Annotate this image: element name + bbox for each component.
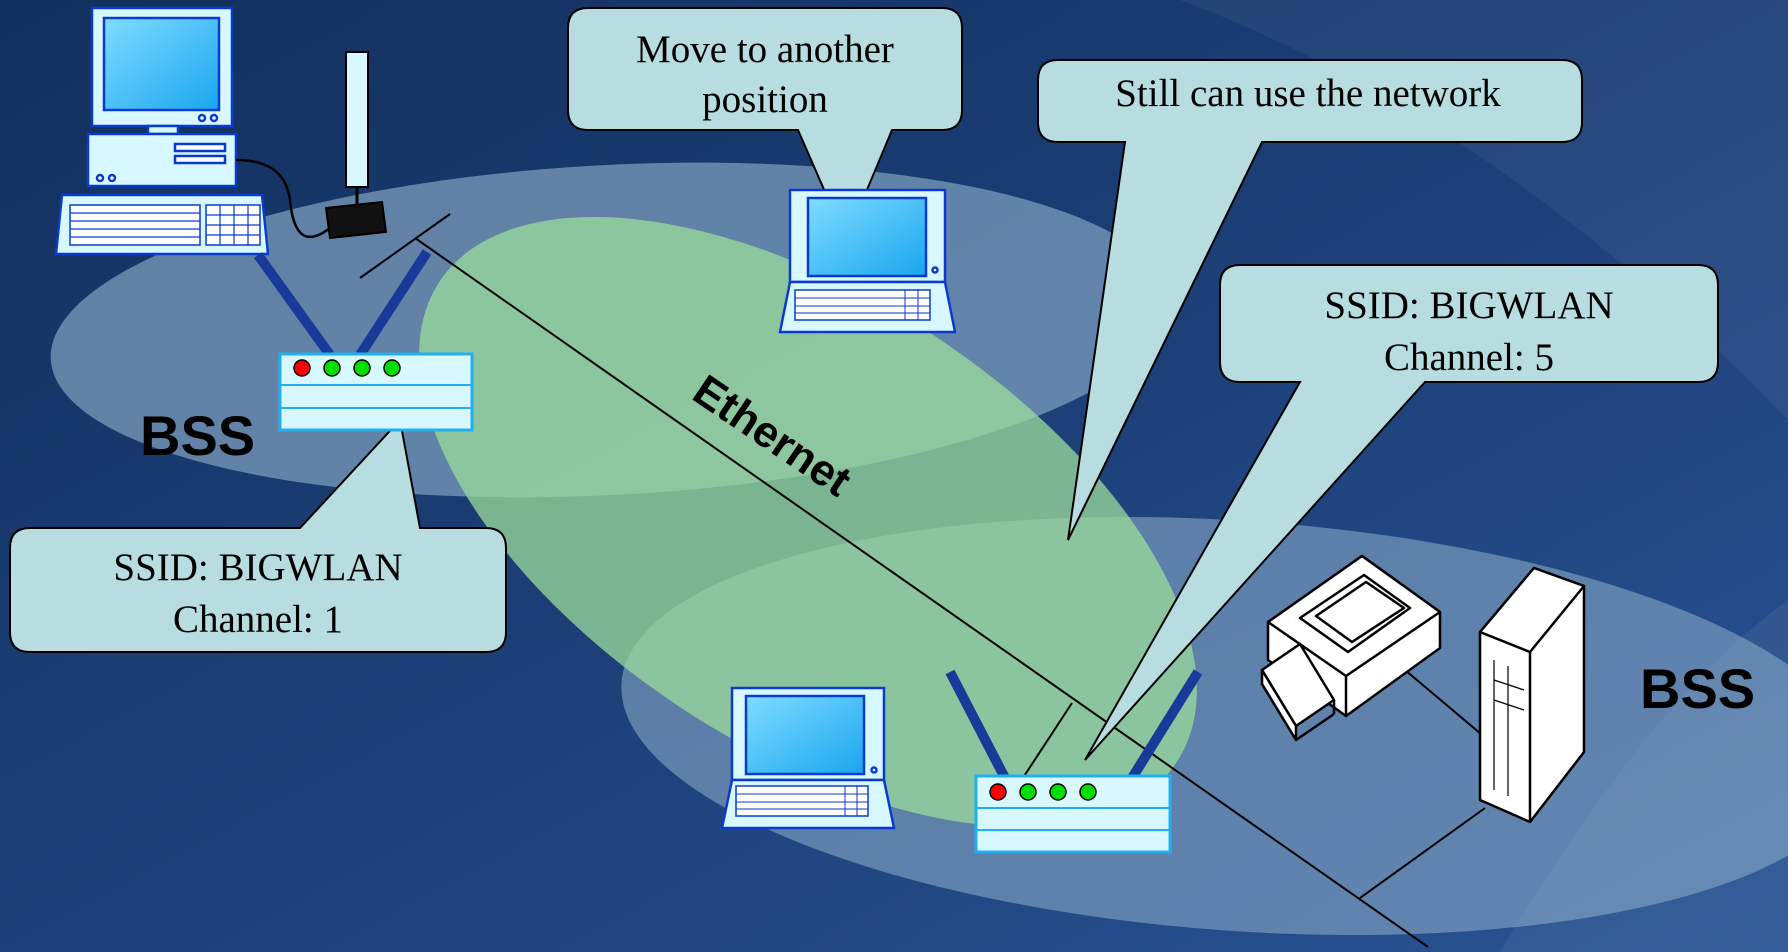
- background-swoosh: [1180, 0, 1788, 420]
- callout-ap-right-line2: Channel: 5: [1384, 336, 1554, 379]
- callout-ap-left: SSID: BIGWLAN Channel: 1: [9, 417, 507, 653]
- callout-move: Move to another position: [567, 7, 963, 243]
- callout-move-line2: position: [702, 78, 828, 121]
- bss-label-right: BSS: [1640, 657, 1755, 720]
- callout-move-line1: Move to another: [636, 28, 894, 71]
- callout-ap-left-line1: SSID: BIGWLAN: [113, 546, 402, 589]
- antenna-icon: [324, 51, 388, 240]
- callout-still-line1: Still can use the network: [1115, 72, 1501, 115]
- callout-ap-right: SSID: BIGWLAN Channel: 5: [1084, 264, 1719, 761]
- laptop-icon: [778, 188, 957, 334]
- access-point-icon: [253, 249, 474, 432]
- roaming-region: [419, 216, 1197, 828]
- printer-icon: [1260, 554, 1442, 742]
- desktop-computer-icon: [54, 6, 270, 256]
- access-point-left: [253, 249, 474, 432]
- bss-label-left: BSS: [140, 404, 255, 467]
- callout-ap-right-line1: SSID: BIGWLAN: [1324, 284, 1613, 327]
- antenna-cable: [235, 158, 331, 239]
- callout-ap-left-line2: Channel: 1: [173, 598, 343, 641]
- callout-still: Still can use the network: [1037, 59, 1583, 541]
- access-point-right: [945, 669, 1203, 854]
- server-tower-icon: [1478, 566, 1586, 824]
- access-point-icon: [945, 669, 1203, 854]
- laptop-icon: [720, 686, 896, 830]
